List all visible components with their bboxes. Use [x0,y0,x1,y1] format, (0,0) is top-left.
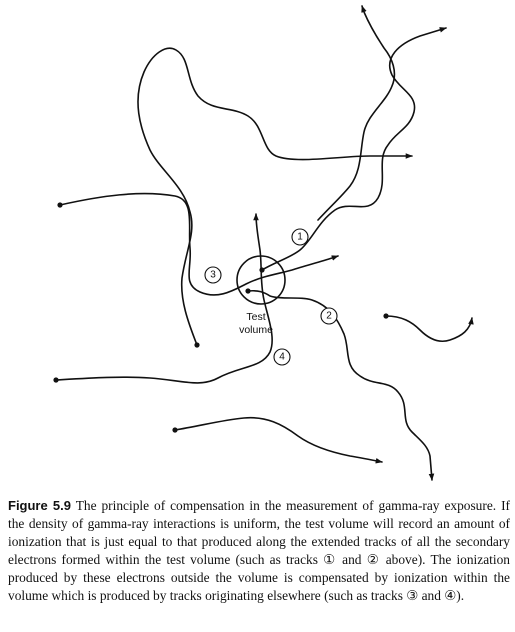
svg-text:1: 1 [297,232,303,243]
track-label-4: 4 [273,348,291,366]
figure-label: Figure 5.9 [8,498,72,513]
svg-text:3: 3 [210,270,216,281]
electron-track-4 [55,213,273,384]
track-upper-left-origin-dot [194,342,200,348]
track-bottom-origin-dot [172,427,178,433]
track-label-1: 1 [291,228,309,246]
electron-track-3 [59,192,339,296]
track-2-origin-dot [245,288,251,294]
track-4-origin-dot [53,377,59,383]
track-3-origin-dot [57,202,63,208]
track-label-3: 3 [204,266,222,284]
test-volume-label-line2: volume [239,324,273,336]
svg-text:4: 4 [279,352,285,363]
track-right-origin-dot [383,313,389,319]
electron-track-upper-left [137,47,413,346]
electron-track-right [385,315,474,343]
compensation-diagram: 1 2 3 4 Test volume [53,5,474,481]
electron-track-2 [247,289,435,481]
electron-track-upper-right [317,5,396,221]
electron-track-bottom [174,416,383,464]
track-1-origin-dot [259,267,265,273]
electron-track-1 [261,27,447,271]
svg-text:2: 2 [326,311,332,322]
test-volume-label-line1: Test [246,311,265,323]
figure-caption: Figure 5.9 The principle of compensation… [8,497,510,604]
caption-text: The principle of compensation in the mea… [8,498,510,603]
track-label-2: 2 [320,307,338,325]
